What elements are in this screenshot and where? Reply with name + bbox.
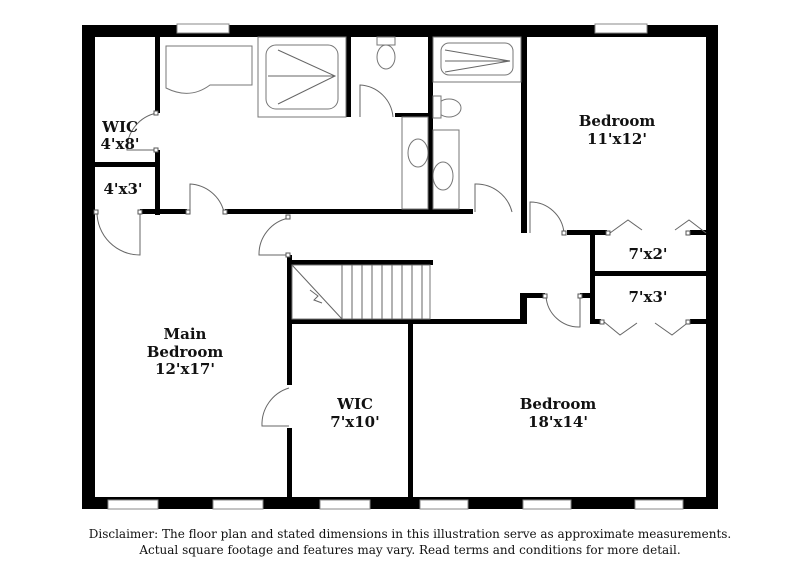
door-bath [189,183,225,213]
room-labels: WIC 4'x8' 4'x3' Bedroom 11'x12' 7'x2' 7'… [100,112,667,431]
size-bedroom-ne: 11'x12' [587,130,647,148]
door-wic-small [126,112,158,151]
doors[interactable] [93,84,707,427]
label-wic-small: WIC [101,118,138,136]
label-bedroom-ne: Bedroom [579,112,656,130]
disclaimer-line-1: Disclaimer: The floor plan and stated di… [89,527,732,541]
door-bedroom-se [545,295,581,328]
interior-walls [95,37,707,498]
closet-bifold-7x3 [602,320,691,336]
door-bedroom-ne [529,201,565,234]
sink [432,161,454,191]
size-bedroom-se: 18'x14' [528,413,588,431]
size-wic-small: 4'x8' [100,135,139,153]
toilet [376,44,396,70]
door-hall [258,217,290,256]
door-bath2 [474,183,513,213]
label-bedroom-se: Bedroom [520,395,597,413]
windows [107,23,684,510]
size-closet-7x3: 7'x3' [628,288,667,306]
bathtub [165,45,253,94]
size-main-bedroom: 12'x17' [155,360,215,378]
label-main-bedroom-1: Main [164,325,207,343]
shower [265,44,339,110]
staircase[interactable] [291,264,431,320]
tub [440,42,514,76]
size-closet-7x2: 7'x2' [628,245,667,263]
size-closet-small: 4'x3' [103,180,142,198]
closet-bifold-7x2 [609,219,707,234]
label-main-bedroom-2: Bedroom [147,343,224,361]
door-toilet [359,84,394,118]
bathroom-fixtures [165,36,522,210]
door-closet-small [96,211,141,256]
door-wic-large [261,387,290,427]
label-wic-large: WIC [336,395,373,413]
disclaimer-line-2: Actual square footage and features may v… [138,543,680,557]
sink [407,138,429,168]
size-wic-large: 7'x10' [330,413,379,431]
